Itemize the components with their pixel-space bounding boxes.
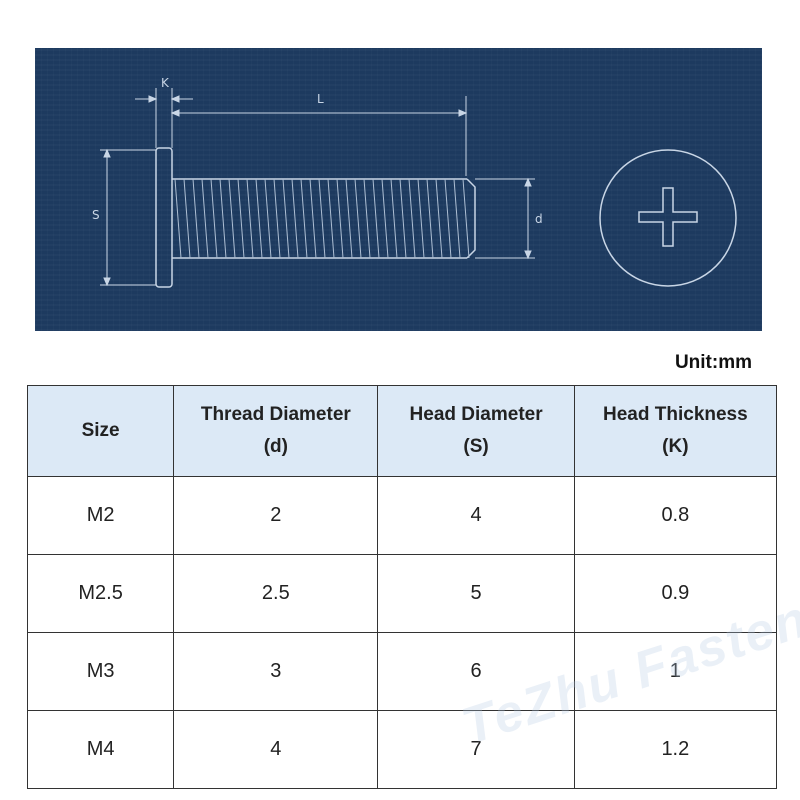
label-d: d (535, 212, 543, 226)
table-header-row: Size Thread Diameter (d) Head Diameter (… (26, 385, 778, 477)
thread-lines (174, 178, 470, 259)
label-l: L (317, 92, 324, 106)
thread-line (363, 178, 371, 259)
table-row: M3 3 6 1 (26, 632, 778, 711)
s-arrowhead-top (103, 148, 111, 158)
thread-line (462, 178, 470, 259)
thread-line (372, 178, 380, 259)
cell-head-thickness: 1.2 (573, 710, 778, 789)
shank-tip (466, 178, 476, 259)
thread-line (219, 178, 227, 259)
thread-line (291, 178, 299, 259)
thread-line (435, 178, 443, 259)
d-arrowhead-top (524, 177, 532, 187)
cell-head-diameter: 6 (377, 632, 575, 711)
thread-line (246, 178, 254, 259)
thread-line (327, 178, 335, 259)
cell-size: M3 (26, 632, 175, 711)
unit-label: Unit:mm (674, 352, 752, 373)
cell-head-thickness: 0.9 (573, 554, 778, 633)
header-line: Head Thickness (603, 404, 748, 425)
screw-drawing (100, 88, 737, 288)
screw-head (155, 147, 173, 288)
thread-line (264, 178, 272, 259)
cell-head-diameter: 4 (377, 476, 575, 555)
header-symbol: (K) (662, 436, 689, 457)
header-symbol: (S) (463, 436, 489, 457)
thread-line (282, 178, 290, 259)
cell-thread-diameter: 4 (173, 710, 379, 789)
cell-size: M4 (26, 710, 175, 789)
thread-line (426, 178, 434, 259)
cell-thread-diameter: 3 (173, 632, 379, 711)
thread-line (390, 178, 398, 259)
thread-line (318, 178, 326, 259)
cell-thread-diameter: 2.5 (173, 554, 379, 633)
thread-line (417, 178, 425, 259)
thread-line (201, 178, 209, 259)
d-arrowhead-bottom (524, 250, 532, 260)
screw-diagram-panel: K L S d (35, 48, 762, 331)
label-k: K (161, 76, 169, 90)
thread-line (228, 178, 236, 259)
header-line: Head Diameter (409, 404, 543, 425)
header-thread-diameter: Thread Diameter (d) (173, 385, 379, 477)
table-row: M4 4 7 1.2 (26, 710, 778, 789)
cell-size: M2 (26, 476, 175, 555)
table-row: M2.5 2.5 5 0.9 (26, 554, 778, 633)
cell-thread-diameter: 2 (173, 476, 379, 555)
header-symbol: (d) (263, 436, 288, 457)
thread-line (453, 178, 461, 259)
table-row: M2 2 4 0.8 (26, 476, 778, 555)
k-arrowhead-left (148, 95, 158, 103)
spec-table: Size Thread Diameter (d) Head Diameter (… (26, 385, 778, 789)
thread-line (174, 178, 182, 259)
thread-line (192, 178, 200, 259)
header-head-diameter: Head Diameter (S) (377, 385, 575, 477)
thread-line (237, 178, 245, 259)
s-arrowhead-bottom (103, 277, 111, 287)
thread-line (273, 178, 281, 259)
thread-line (300, 178, 308, 259)
header-size: Size (26, 385, 175, 477)
phillips-cross-icon (638, 187, 698, 247)
cell-head-diameter: 5 (377, 554, 575, 633)
cell-head-thickness: 1 (573, 632, 778, 711)
header-line: Size (81, 420, 120, 441)
header-line: Thread Diameter (200, 404, 351, 425)
label-s: S (92, 208, 100, 222)
thread-line (309, 178, 317, 259)
cell-head-thickness: 0.8 (573, 476, 778, 555)
thread-line (408, 178, 416, 259)
cell-size: M2.5 (26, 554, 175, 633)
k-arrowhead-right (170, 95, 180, 103)
header-head-thickness: Head Thickness (K) (573, 385, 778, 477)
l-arrowhead-right (458, 109, 468, 117)
thread-line (381, 178, 389, 259)
thread-line (444, 178, 452, 259)
thread-line (399, 178, 407, 259)
thread-line (354, 178, 362, 259)
head-top-view-circle (599, 149, 737, 287)
l-arrowhead-left (170, 109, 180, 117)
thread-line (336, 178, 344, 259)
thread-line (210, 178, 218, 259)
thread-line (255, 178, 263, 259)
cell-head-diameter: 7 (377, 710, 575, 789)
thread-line (345, 178, 353, 259)
thread-line (183, 178, 191, 259)
